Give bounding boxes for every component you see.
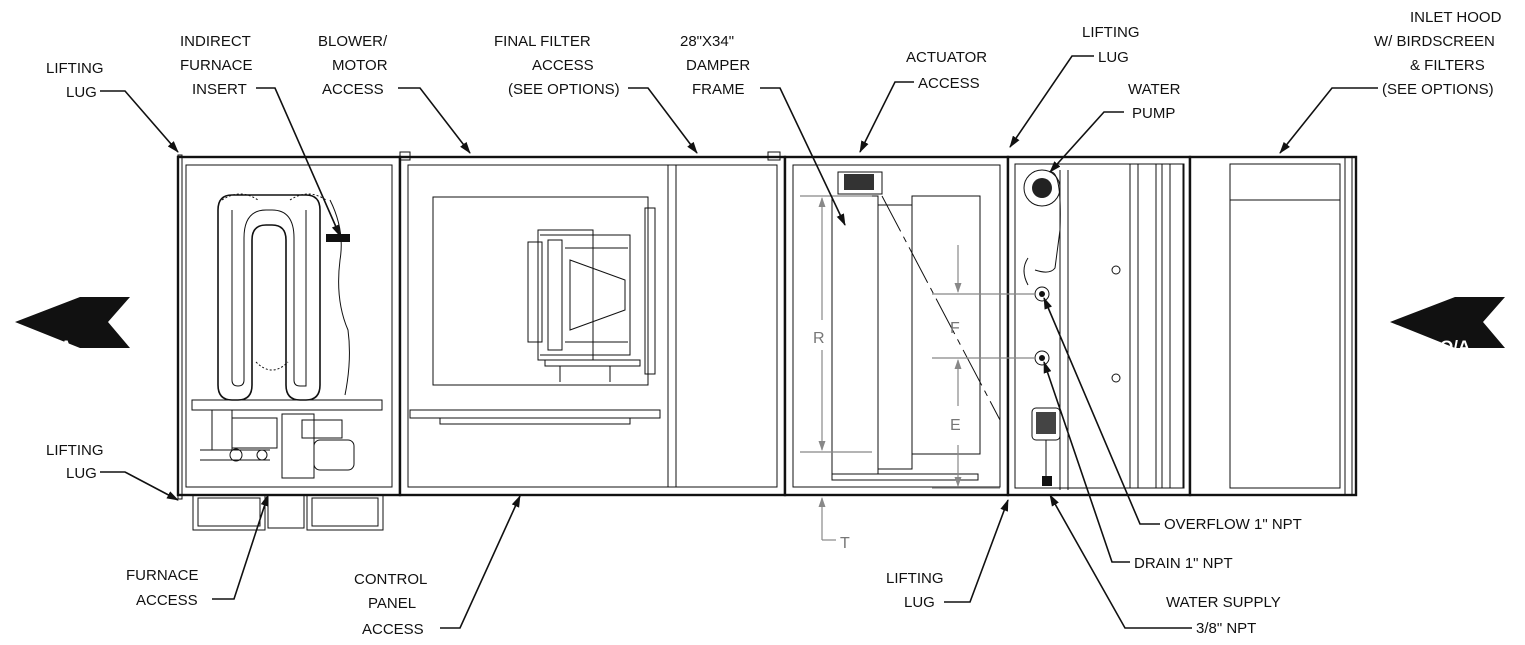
svg-text:WATER: WATER — [1128, 81, 1181, 98]
svg-text:MOTOR: MOTOR — [332, 57, 388, 74]
svg-text:ACCESS: ACCESS — [322, 81, 384, 98]
svg-text:ACCESS: ACCESS — [918, 75, 980, 92]
svg-text:LIFTING: LIFTING — [46, 60, 104, 77]
svg-text:LUG: LUG — [1098, 49, 1129, 66]
outside-air-arrow: O/A — [1390, 297, 1505, 356]
dimension-r-label: R — [813, 330, 825, 347]
supply-air-label: S/A — [44, 337, 72, 356]
svg-text:ACCESS: ACCESS — [136, 592, 198, 609]
outside-air-label: O/A — [1440, 337, 1470, 356]
svg-text:FURNACE: FURNACE — [126, 567, 199, 584]
callout-lifting-lug-top-right: LIFTING LUG — [1009, 24, 1140, 148]
dimension-f-label: F — [950, 320, 960, 337]
svg-text:FURNACE: FURNACE — [180, 57, 253, 74]
svg-text:LIFTING: LIFTING — [886, 570, 944, 587]
furnace-section — [176, 154, 402, 531]
svg-text:LUG: LUG — [66, 465, 97, 482]
callout-lifting-lug-bottom-left: LIFTING LUG — [46, 442, 179, 501]
svg-text:DAMPER: DAMPER — [686, 57, 750, 74]
callout-blower-motor: BLOWER/ MOTOR ACCESS — [318, 33, 471, 154]
svg-text:CONTROL: CONTROL — [354, 571, 427, 588]
callout-damper-frame: 28"X34" DAMPER FRAME — [680, 33, 846, 226]
callout-inlet-hood: INLET HOOD W/ BIRDSCREEN & FILTERS (SEE … — [1279, 9, 1502, 154]
svg-text:28"X34": 28"X34" — [680, 33, 734, 50]
callout-indirect-furnace: INDIRECT FURNACE INSERT — [180, 33, 341, 237]
supply-air-arrow: S/A — [15, 297, 130, 356]
svg-text:INLET HOOD: INLET HOOD — [1410, 9, 1502, 26]
svg-text:LIFTING: LIFTING — [46, 442, 104, 459]
callout-drain: DRAIN 1" NPT — [1043, 361, 1233, 572]
svg-text:3/8" NPT: 3/8" NPT — [1196, 620, 1256, 637]
svg-text:LUG: LUG — [66, 84, 97, 101]
dimension-t-label: T — [840, 535, 850, 552]
svg-text:OVERFLOW 1" NPT: OVERFLOW 1" NPT — [1164, 516, 1302, 533]
damper-section — [783, 155, 1010, 497]
callout-final-filter: FINAL FILTER ACCESS (SEE OPTIONS) — [494, 33, 698, 154]
svg-text:W/ BIRDSCREEN: W/ BIRDSCREEN — [1374, 33, 1495, 50]
svg-text:BLOWER/: BLOWER/ — [318, 33, 388, 50]
callout-furnace-access: FURNACE ACCESS — [126, 494, 269, 609]
svg-text:LUG: LUG — [904, 594, 935, 611]
evaporative-section — [1006, 155, 1192, 497]
callout-lifting-lug-bottom-right: LIFTING LUG — [886, 499, 1009, 611]
svg-text:WATER SUPPLY: WATER SUPPLY — [1166, 594, 1281, 611]
svg-text:(SEE OPTIONS): (SEE OPTIONS) — [1382, 81, 1494, 98]
svg-text:LIFTING: LIFTING — [1082, 24, 1140, 41]
dimension-e-label: E — [950, 417, 961, 434]
dimension-f: F — [932, 245, 1036, 406]
svg-text:(SEE OPTIONS): (SEE OPTIONS) — [508, 81, 620, 98]
svg-text:DRAIN 1" NPT: DRAIN 1" NPT — [1134, 555, 1233, 572]
callout-overflow: OVERFLOW 1" NPT — [1043, 297, 1302, 533]
svg-text:ACCESS: ACCESS — [362, 621, 424, 638]
svg-text:FINAL FILTER: FINAL FILTER — [494, 33, 591, 50]
callout-lifting-lug-top-left: LIFTING LUG — [46, 60, 179, 153]
dimension-r: R — [800, 195, 872, 453]
callout-control-panel: CONTROL PANEL ACCESS — [354, 495, 521, 638]
blower-section — [398, 151, 787, 497]
dimension-e: E — [932, 417, 1000, 489]
callout-water-supply: WATER SUPPLY 3/8" NPT — [1049, 494, 1281, 637]
svg-text:& FILTERS: & FILTERS — [1410, 57, 1485, 74]
svg-text:PANEL: PANEL — [368, 595, 416, 612]
svg-text:INDIRECT: INDIRECT — [180, 33, 251, 50]
callout-water-pump: WATER PUMP — [1049, 81, 1181, 173]
svg-text:ACTUATOR: ACTUATOR — [906, 49, 987, 66]
callout-actuator: ACTUATOR ACCESS — [859, 49, 987, 153]
svg-text:ACCESS: ACCESS — [532, 57, 594, 74]
svg-text:INSERT: INSERT — [192, 81, 247, 98]
svg-text:PUMP: PUMP — [1132, 105, 1175, 122]
dimension-t: T — [818, 497, 850, 552]
svg-text:FRAME: FRAME — [692, 81, 745, 98]
inlet-hood-section — [1188, 155, 1358, 497]
